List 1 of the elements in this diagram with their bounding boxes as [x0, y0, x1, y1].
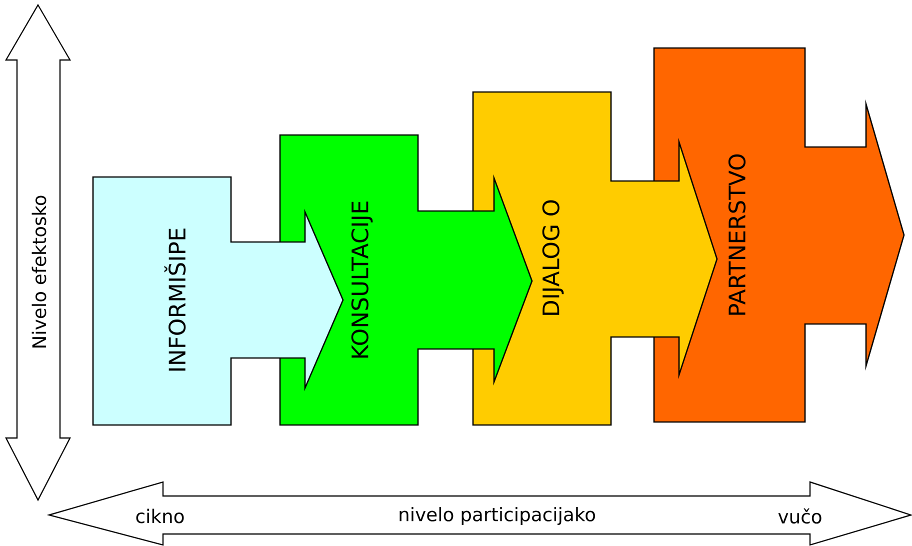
step-block: INFORMIŠIPE — [92, 176, 344, 426]
